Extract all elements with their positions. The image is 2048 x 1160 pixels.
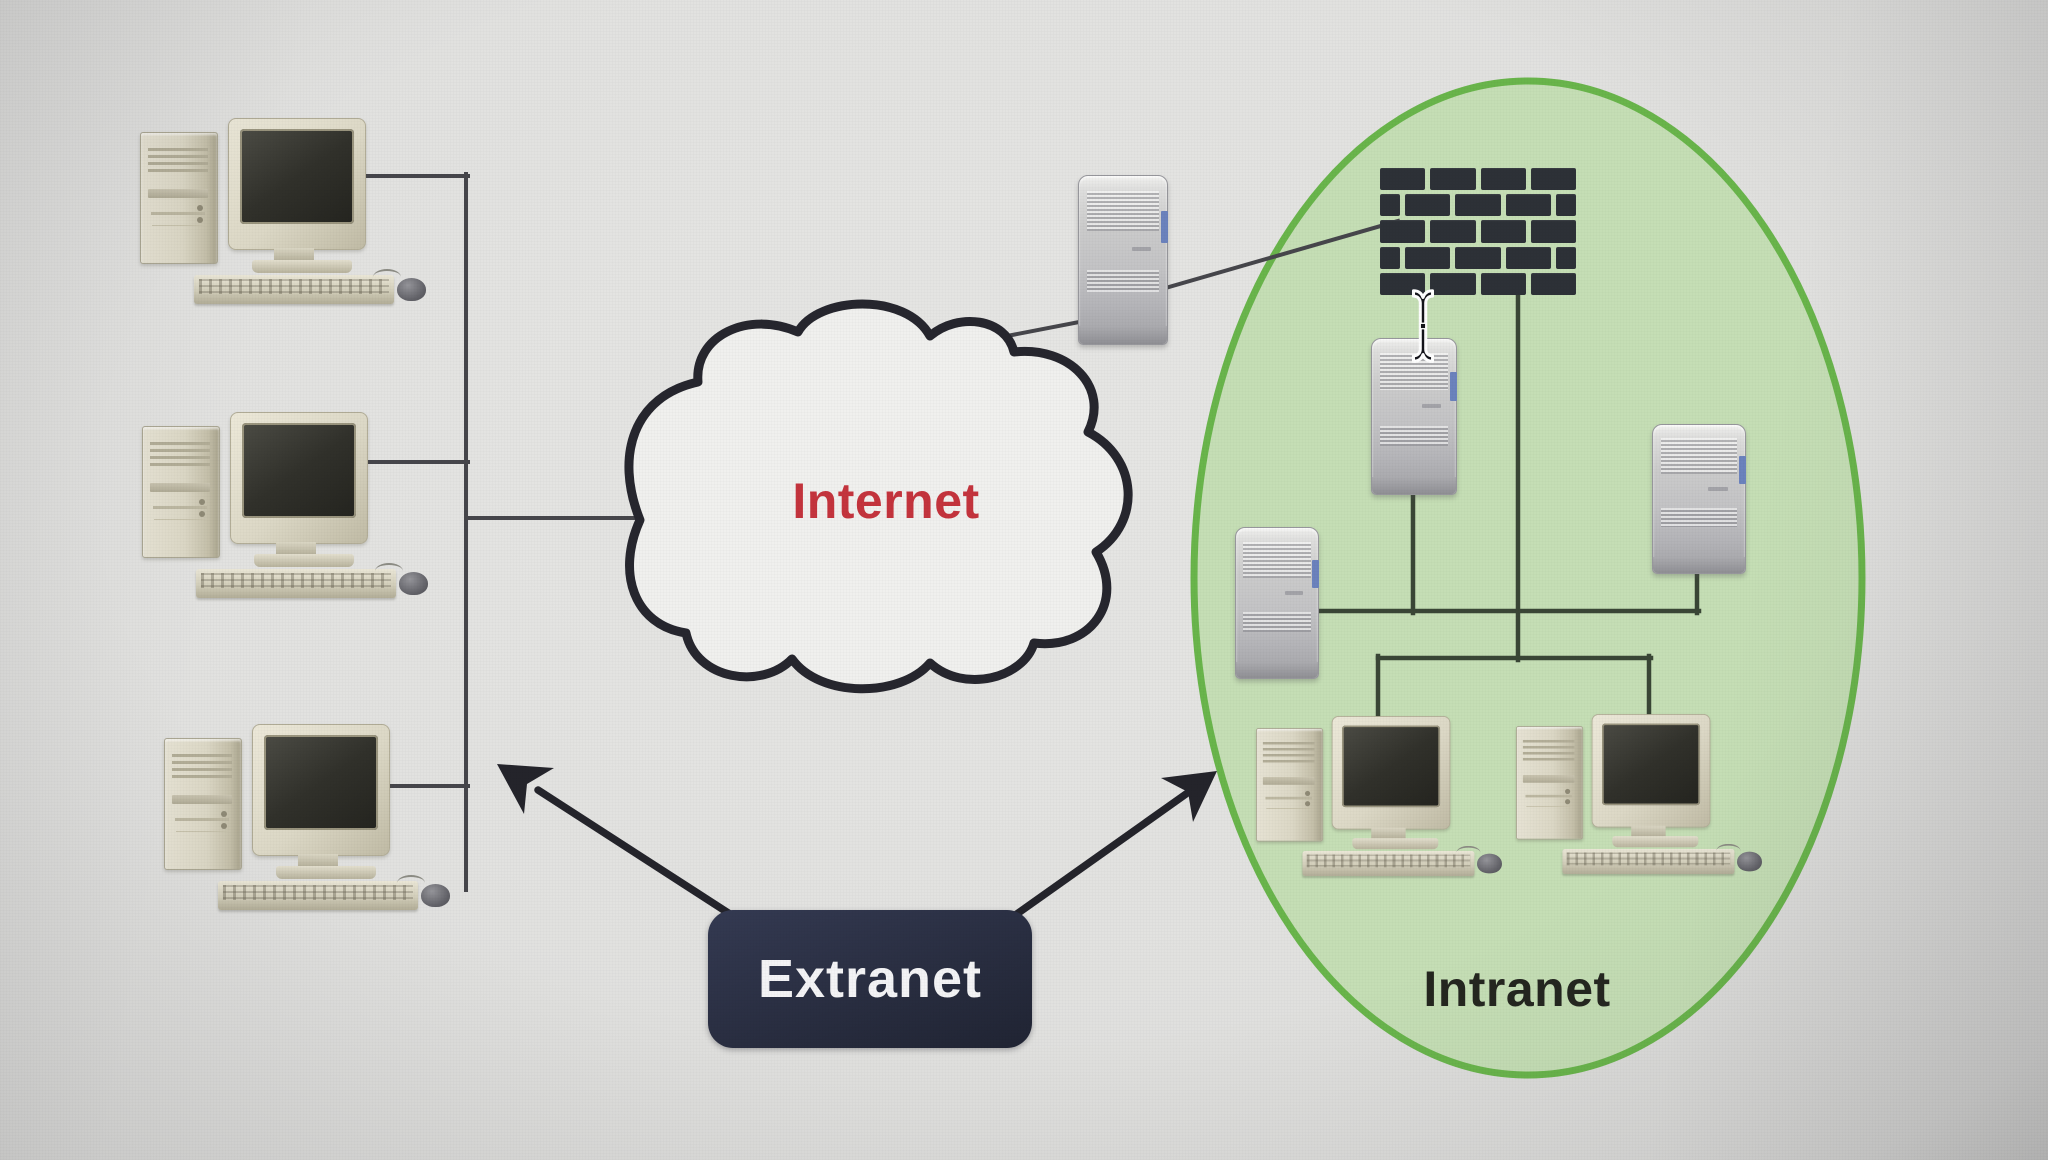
server-base xyxy=(1079,325,1167,344)
server-vents xyxy=(1661,438,1737,474)
server-base xyxy=(1372,476,1456,494)
server-vents xyxy=(1243,612,1311,632)
extranet-label: Extranet xyxy=(757,949,983,1009)
monitor-screen xyxy=(242,423,356,518)
server-badge xyxy=(1161,211,1168,244)
extranet-box: Extranet xyxy=(708,910,1032,1048)
crt-monitor-icon xyxy=(1591,714,1711,828)
keyboard-icon xyxy=(218,881,418,910)
monitor-base xyxy=(276,866,376,879)
server-dmz-icon xyxy=(1078,175,1168,345)
monitor-stand xyxy=(276,542,316,555)
crt-monitor-icon xyxy=(230,412,368,544)
keyboard-icon xyxy=(1302,851,1475,876)
server-label-mark xyxy=(1285,591,1304,595)
crt-monitor-icon xyxy=(228,118,366,250)
monitor-base xyxy=(1352,838,1439,850)
crt-monitor-icon xyxy=(252,724,390,856)
workstation-external-1 xyxy=(140,118,426,308)
workstation-intranet-2 xyxy=(1516,714,1762,877)
server-vents xyxy=(1243,541,1311,578)
keyboard-icon xyxy=(1562,849,1735,874)
tower-buttons xyxy=(1305,790,1311,796)
server-base xyxy=(1653,556,1745,573)
server-vents xyxy=(1379,425,1449,446)
workstation-intranet-1 xyxy=(1256,716,1502,879)
desktop-tower-icon xyxy=(140,132,218,264)
server-intranet-1-icon xyxy=(1371,338,1457,495)
server-badge xyxy=(1450,371,1457,401)
server-badge xyxy=(1312,559,1319,588)
mouse-icon xyxy=(397,875,450,907)
intranet-label: Intranet xyxy=(1423,961,1611,1017)
crt-monitor-icon xyxy=(1331,716,1451,830)
desktop-tower-icon xyxy=(142,426,220,558)
firewall-icon xyxy=(1380,168,1576,296)
desktop-tower-icon xyxy=(1516,726,1584,840)
text-cursor-icon xyxy=(1412,289,1434,363)
server-vents xyxy=(1086,270,1160,292)
server-intranet-2-icon xyxy=(1652,424,1746,574)
server-label-mark xyxy=(1708,487,1729,492)
internet-label: Internet xyxy=(792,473,980,529)
monitor-screen xyxy=(1602,723,1701,806)
monitor-base xyxy=(254,554,354,567)
monitor-screen xyxy=(264,735,378,830)
server-label-mark xyxy=(1422,404,1441,409)
server-badge xyxy=(1739,456,1746,485)
server-label-mark xyxy=(1131,246,1152,251)
tower-buttons xyxy=(1565,788,1571,794)
monitor-stand xyxy=(1631,825,1666,837)
tower-buttons xyxy=(199,499,205,505)
server-intranet-3-icon xyxy=(1235,527,1319,679)
arrowhead-right xyxy=(1161,771,1217,822)
tower-buttons xyxy=(221,811,227,817)
monitor-screen xyxy=(1342,725,1441,808)
tower-buttons xyxy=(197,205,203,211)
mouse-icon xyxy=(373,269,426,301)
keyboard-icon xyxy=(196,569,396,598)
monitor-stand xyxy=(1371,827,1406,839)
desktop-tower-icon xyxy=(1256,728,1324,842)
extranet-arrows xyxy=(497,764,1217,920)
mouse-icon xyxy=(375,563,428,595)
monitor-stand xyxy=(298,854,338,867)
server-vents xyxy=(1661,507,1737,528)
internet-cloud xyxy=(624,299,1133,694)
desktop-tower-icon xyxy=(164,738,242,870)
arrowhead-left xyxy=(497,764,554,814)
monitor-stand xyxy=(274,248,314,261)
server-vents xyxy=(1086,191,1160,232)
keyboard-icon xyxy=(194,275,394,304)
mouse-icon xyxy=(1716,843,1762,872)
monitor-screen xyxy=(240,129,354,224)
workstation-external-3 xyxy=(164,724,450,914)
workstation-external-2 xyxy=(142,412,428,602)
monitor-base xyxy=(1612,836,1699,848)
monitor-base xyxy=(252,260,352,273)
server-base xyxy=(1236,661,1318,678)
mouse-icon xyxy=(1456,845,1502,874)
lan-wires xyxy=(362,172,1401,892)
intranet-wires xyxy=(1305,287,1702,731)
